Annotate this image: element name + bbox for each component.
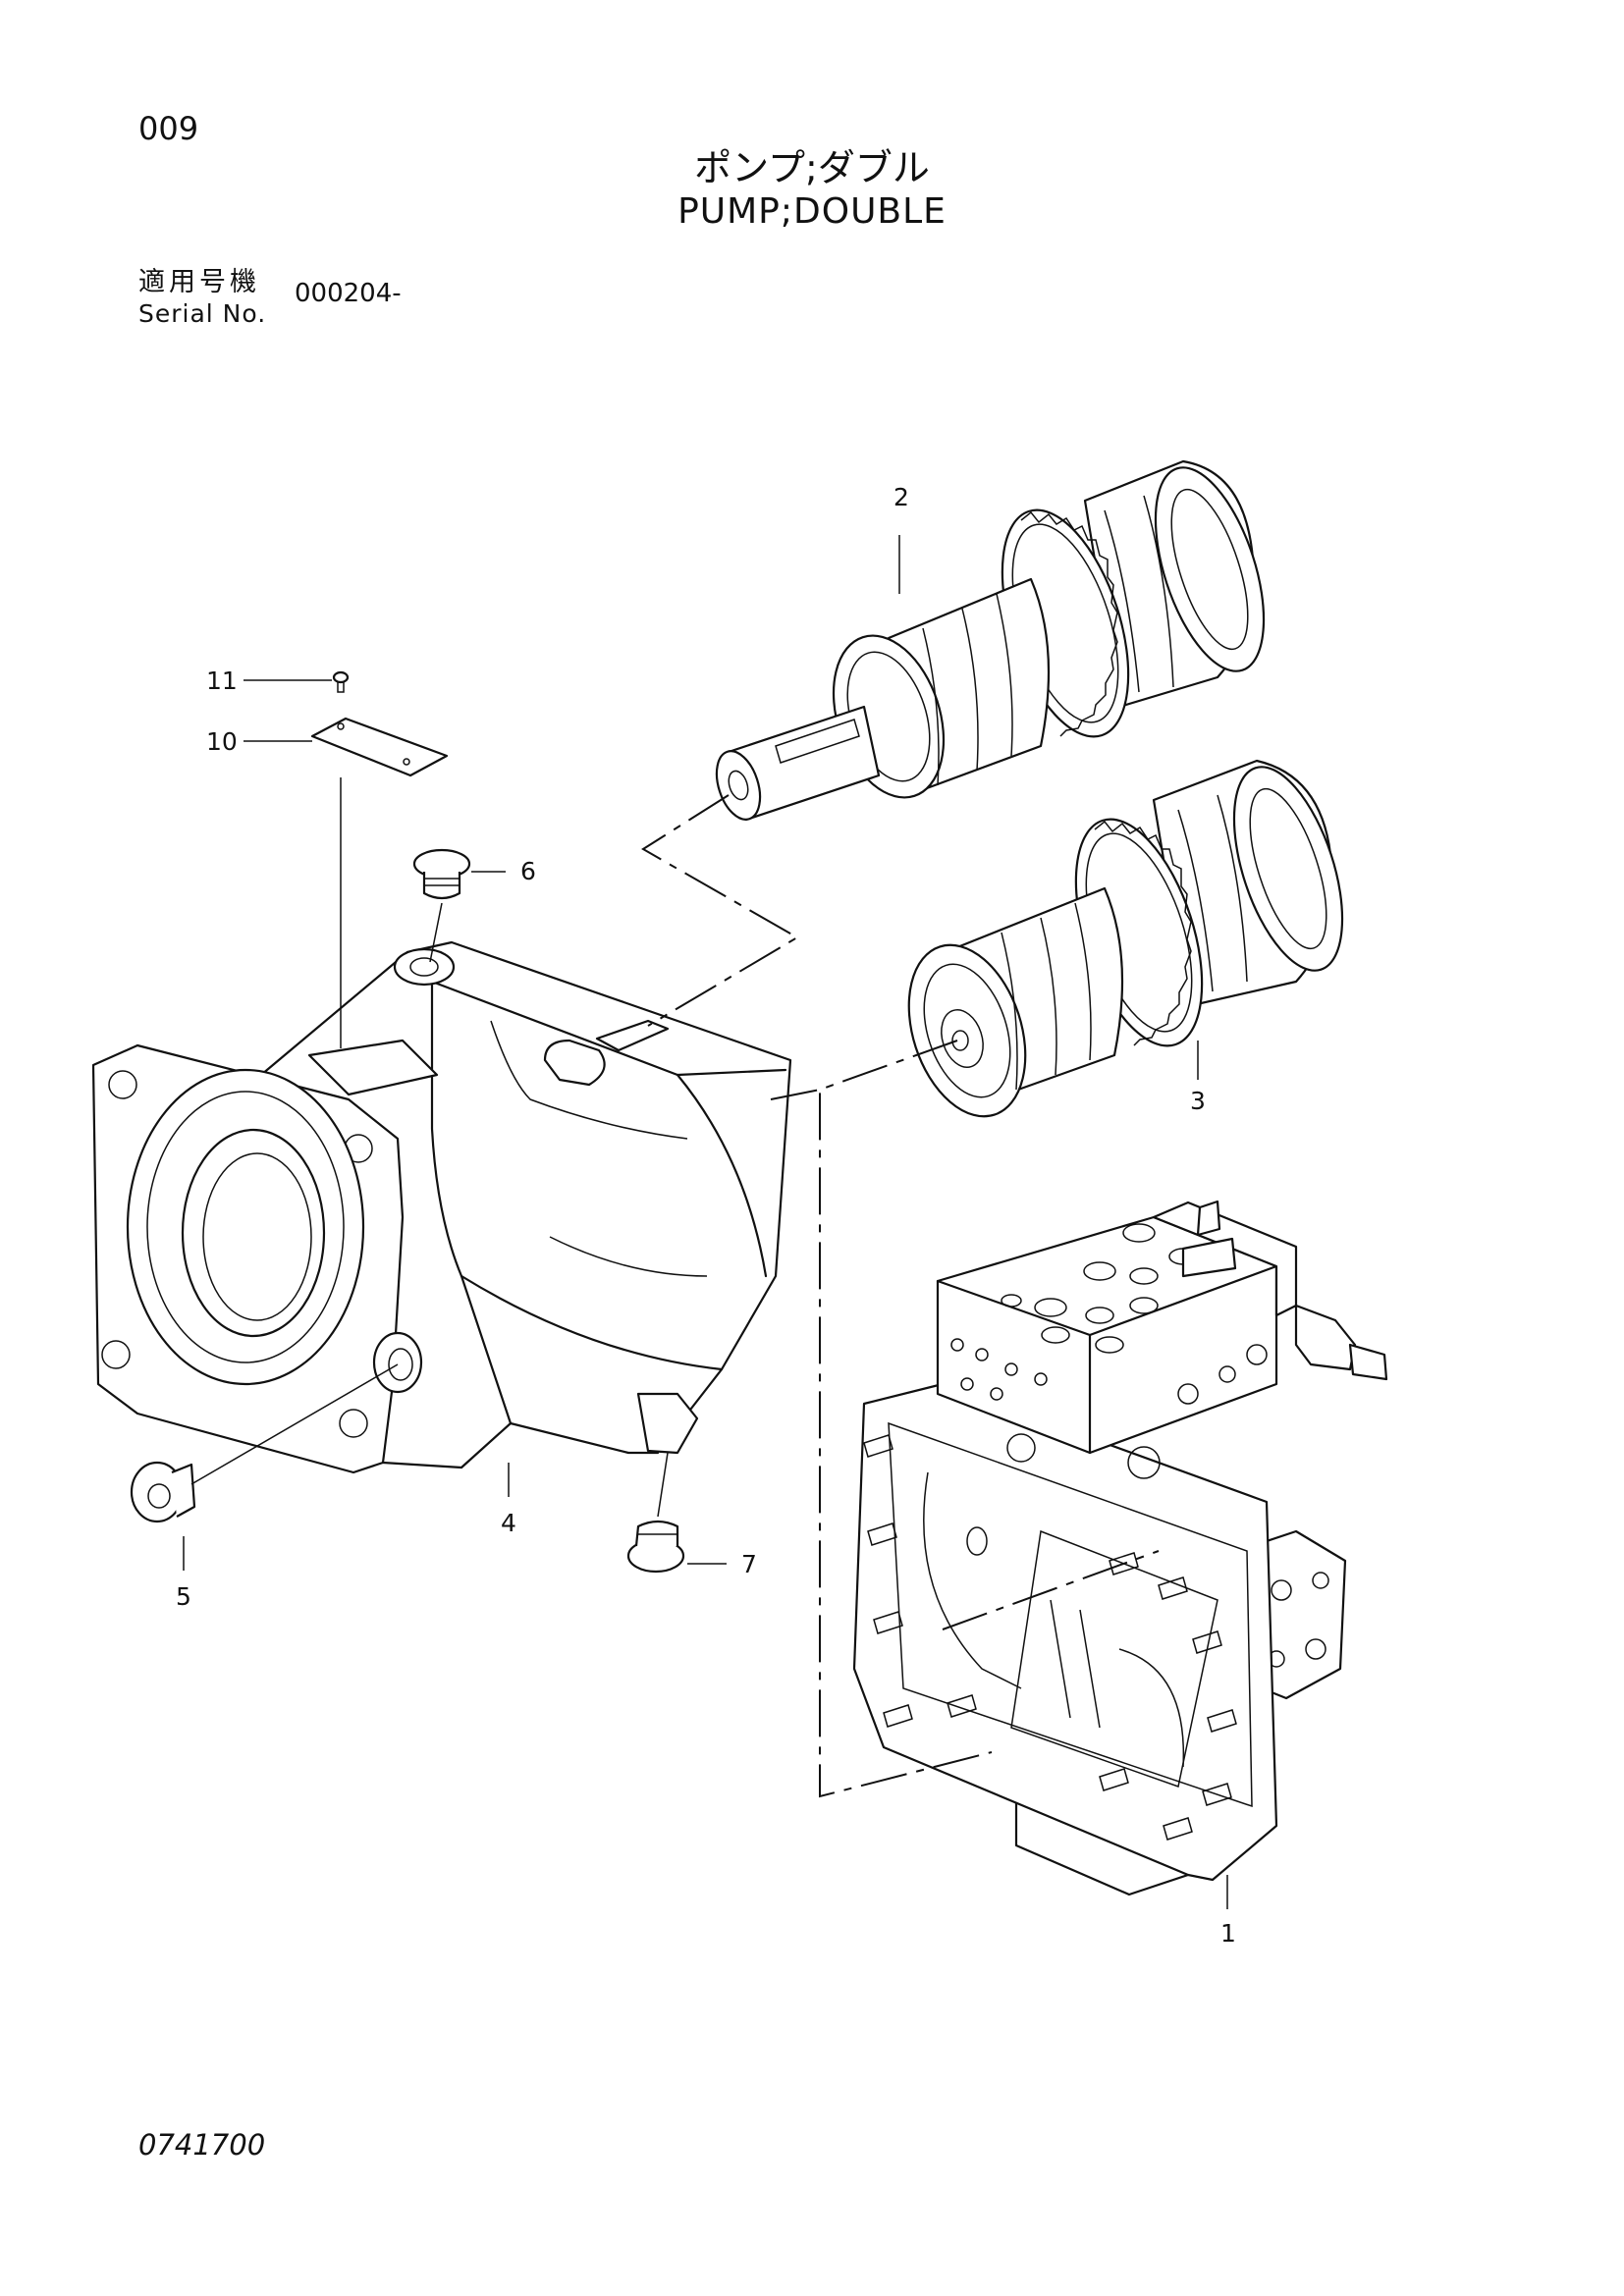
page-number: 009 (138, 110, 199, 147)
serial-number-value: 000204- (295, 279, 402, 308)
title-japanese: ポンプ;ダブル (694, 146, 930, 189)
assembly-centerlines (641, 794, 1160, 1798)
part-3-rotating-group (907, 759, 1344, 1118)
serial-label-japanese: 適用号機 (138, 267, 260, 297)
callout-4: 4 (501, 1509, 516, 1537)
part-4-pump-casing (91, 940, 792, 1474)
callout-1: 1 (1220, 1919, 1236, 1948)
callout-5: 5 (176, 1582, 191, 1611)
part-10-nameplate (310, 717, 449, 777)
part-6-plug (412, 848, 471, 900)
part-2-rotating-group (715, 459, 1266, 822)
callout-3: 3 (1190, 1087, 1206, 1115)
part-1-regulator-assembly (852, 1200, 1388, 1896)
part-11-rivet (332, 670, 350, 693)
callout-10: 10 (206, 727, 238, 756)
callout-2: 2 (893, 483, 909, 511)
callout-6: 6 (520, 857, 536, 885)
document-code: 0741700 (138, 2128, 266, 2162)
part-5-plug (130, 1461, 196, 1523)
callout-7: 7 (741, 1550, 757, 1578)
callout-11: 11 (206, 667, 238, 695)
leader-lines (183, 535, 1228, 1909)
title-english: PUMP;DOUBLE (677, 191, 947, 232)
serial-label-english: Serial No. (138, 299, 267, 328)
part-7-plug (626, 1520, 685, 1574)
